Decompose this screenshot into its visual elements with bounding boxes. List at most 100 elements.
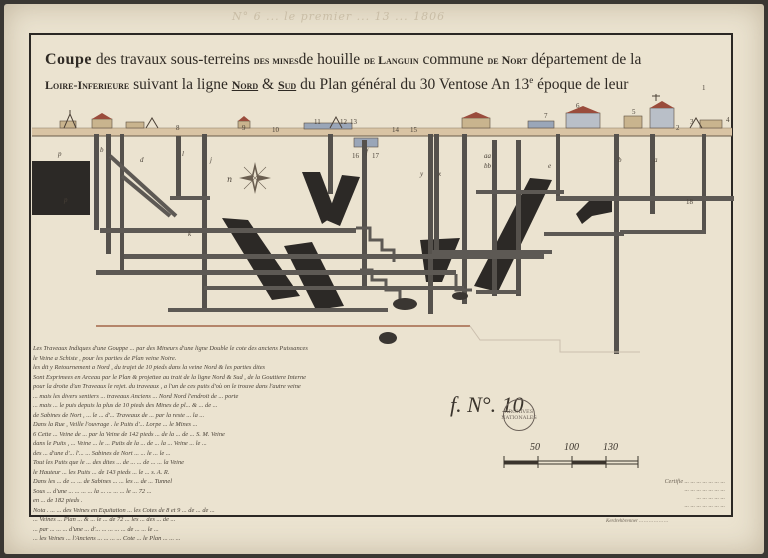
coal-seam (474, 178, 552, 292)
number-label: 6 (576, 102, 580, 110)
title-cap: Coupe (45, 51, 92, 68)
coal-seam (326, 175, 360, 226)
shaft (462, 134, 467, 304)
building (303, 122, 353, 130)
shaft (176, 136, 181, 196)
stamp-text: ARCHIVES NATIONALES (501, 409, 537, 421)
legend-line: 6 Cette ... Veine de ... par la Veine de… (33, 430, 225, 438)
legend-line: dans le Puits , ... Veine ... le ... Pui… (33, 440, 207, 447)
top-note: N° 6 ... le premier ... 13 ... 1806 (232, 10, 446, 23)
inclined-gallery (120, 174, 172, 218)
shaft-label: b (618, 156, 622, 164)
number-label: 4 (726, 116, 730, 124)
coal-seam (576, 200, 612, 224)
legend-line: pour la droite d'un Traveaux le rejet. d… (33, 383, 301, 390)
archive-stamp: ARCHIVES NATIONALES (501, 399, 537, 431)
signature-line: ... ... ... ... ... ... ... (684, 487, 726, 493)
legend-line: ... Veines ... Plan ... & ... le ... de … (33, 516, 176, 523)
title-part: des travaux sous-terreins (91, 51, 254, 68)
number-label: 10 (272, 126, 280, 134)
building (91, 118, 113, 129)
shaft (94, 134, 99, 230)
ground-surface (32, 128, 732, 136)
title-sud: Sud (277, 78, 297, 93)
shaft (492, 140, 497, 296)
number-label: 16 (352, 152, 360, 160)
gallery (204, 286, 464, 290)
legend-line: le Hauteur ... les Puits ... de 143 pied… (33, 468, 170, 476)
number-label: 7 (544, 112, 548, 120)
shaft (650, 134, 655, 214)
rubble-heap (393, 298, 417, 310)
gallery (124, 254, 544, 259)
building (527, 120, 555, 129)
legend-line: Tout les Puits que le ... des dites ... … (33, 459, 184, 466)
surface-buildings (59, 107, 723, 148)
gallery (432, 250, 552, 254)
legend-line: des ... d'une d'... l'... ... Sabines de… (33, 449, 171, 457)
shaft (362, 140, 367, 290)
shaft-label: j (209, 156, 212, 164)
scale-tick-label: 130 (603, 442, 618, 453)
scale-tick-label: 100 (564, 442, 579, 453)
rubble (379, 292, 468, 344)
shaft-labels: p p b d l j f y x bb aa e b a k (57, 146, 658, 238)
stepped-gallery (356, 226, 396, 262)
gallery (476, 290, 520, 294)
legend-line: ... par ... ... ... d'une ... d'... ... … (33, 525, 159, 533)
scale-bar (503, 456, 639, 468)
number-label: 13 (350, 118, 358, 126)
number-label: 12 (340, 118, 348, 126)
number-label: 18 (686, 198, 694, 206)
number-label: 15 (410, 126, 418, 134)
legend-line: de Sabines de Nort , ... le ... d'... Tr… (33, 411, 205, 419)
title-part: de Nort (487, 53, 528, 67)
coal-seam (302, 172, 336, 224)
shaft (120, 134, 124, 274)
coal-seam (420, 238, 460, 282)
shaft-label: x (437, 170, 442, 178)
legend-line: Sous ... d'une ... ... ... ... la ... ..… (33, 487, 152, 495)
legend-line: en ... de 182 pieds . (33, 497, 83, 504)
signature-line: ... ... ... ... ... (696, 495, 726, 501)
galleries (96, 190, 734, 312)
shaft (202, 134, 207, 308)
shaft-label: l (182, 150, 184, 158)
map-title: Coupe des travaux sous-terreins des mine… (45, 50, 725, 95)
building (649, 107, 675, 129)
gallery (476, 190, 564, 194)
title-part: de Languin (364, 53, 419, 67)
shaft-label: aa (484, 152, 492, 160)
coal-seam (284, 242, 344, 310)
legend-line: Les Traveaux Indiques d'une Gouppe ... p… (33, 345, 308, 352)
drainage-line (469, 325, 640, 353)
stepped-galleries (356, 226, 472, 300)
title-part: de houille (298, 51, 365, 68)
gallery (100, 228, 356, 233)
shaft-label: bb (484, 162, 492, 170)
title-part: époque de leur (533, 76, 629, 94)
number-label: 17 (372, 152, 380, 160)
number-label: 11 (314, 118, 321, 126)
building (125, 121, 145, 129)
gallery (544, 232, 624, 236)
shaft-label: f (366, 148, 369, 156)
title-part: des mines (253, 53, 299, 67)
signature-block: Certifie ... ... ... ... ... ... ...... … (570, 478, 725, 510)
coal-seam (32, 161, 90, 215)
inclined-gallery (108, 154, 178, 218)
shaft-label: b (100, 146, 104, 154)
legend-line: Nota . ... ... des Veines en Equitation … (33, 506, 215, 514)
title-nord: Nord (231, 78, 259, 93)
shaft (516, 140, 521, 296)
stepped-gallery (360, 268, 402, 300)
shaft (428, 134, 433, 314)
number-label: 5 (632, 108, 636, 116)
title-part: du Plan général du 30 Ventose An 13 (296, 76, 530, 94)
legend-line: ... les Veines ... l'Anciens ... ... ...… (33, 535, 181, 542)
shaft (702, 134, 706, 234)
shaft-label: p (57, 150, 62, 158)
rubble-heap (452, 292, 468, 300)
title-part: suivant la ligne (129, 76, 232, 94)
building (461, 117, 491, 129)
